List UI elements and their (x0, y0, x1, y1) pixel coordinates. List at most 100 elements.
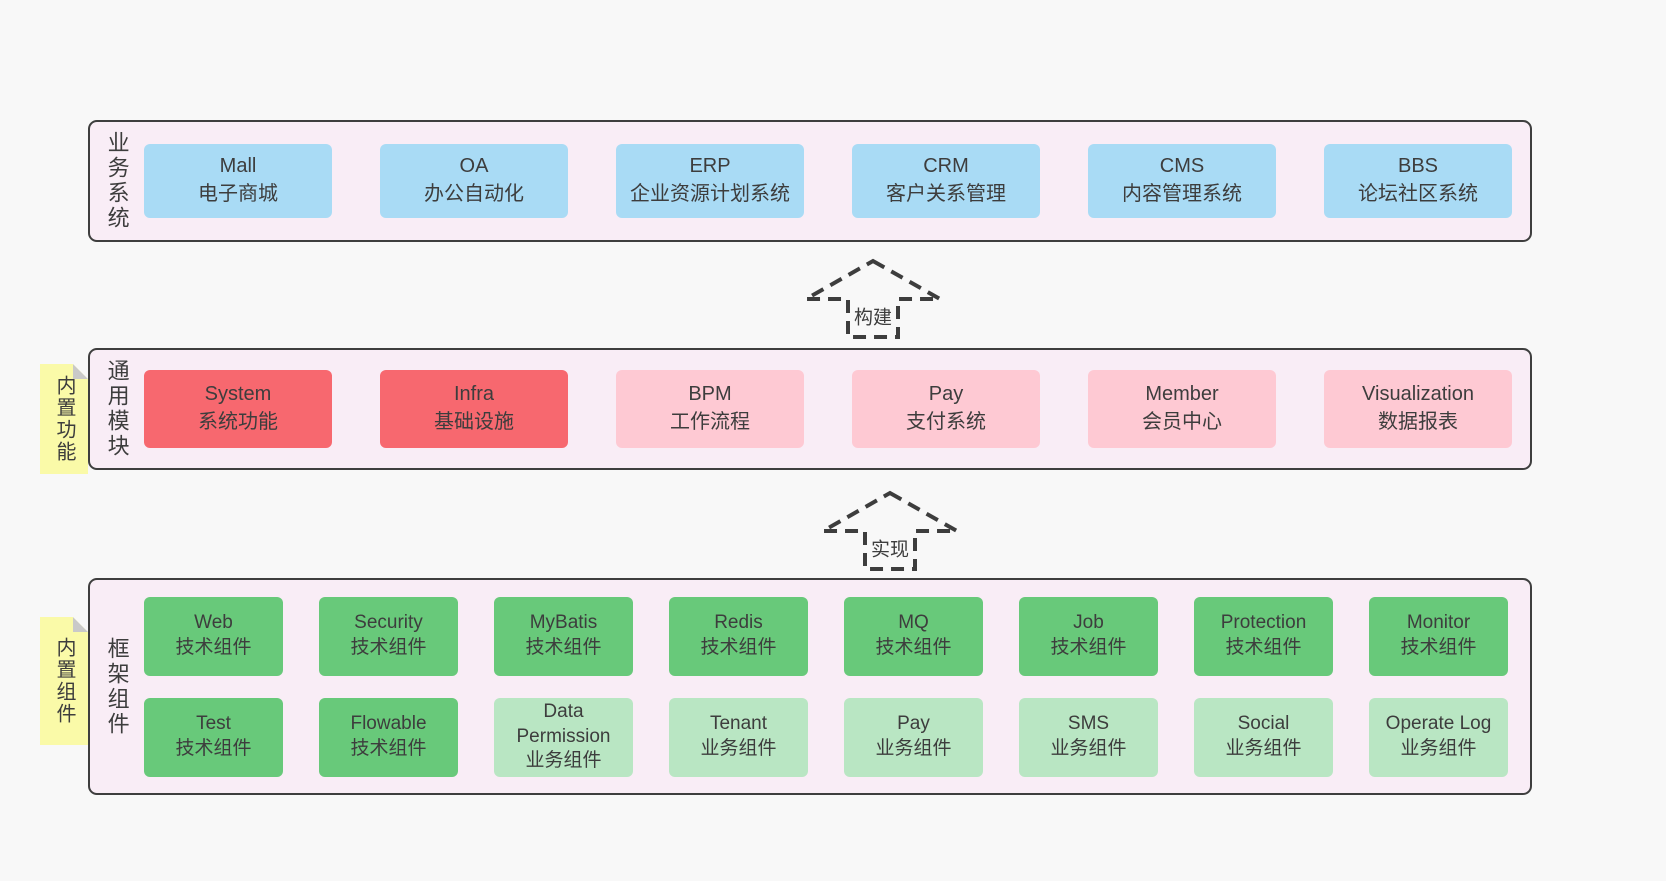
folded-corner-icon (73, 364, 88, 379)
box-desc: 技术组件 (1225, 637, 1302, 658)
box-desc: 电子商城 (198, 183, 278, 205)
module-box-test: Test 技术组件 (144, 697, 283, 777)
box-title: Social (1237, 713, 1290, 735)
module-box-member: Member 会员中心 (1088, 370, 1276, 448)
box-desc: 技术组件 (525, 637, 602, 658)
module-box-crm: CRM 客户关系管理 (852, 144, 1040, 218)
module-box-web: Web 技术组件 (144, 596, 283, 676)
box-title: Monitor (1406, 612, 1471, 634)
box-title: BPM (688, 383, 732, 406)
box-desc: 支付系统 (906, 411, 986, 433)
box-title: OA (459, 155, 489, 178)
box-desc: 技术组件 (700, 637, 777, 658)
box-desc: 技术组件 (175, 738, 252, 759)
box-desc: 业务组件 (1400, 738, 1477, 759)
box-title: MQ (898, 612, 929, 634)
box-title: Visualization (1362, 383, 1474, 406)
box-desc: 客户关系管理 (886, 183, 1006, 205)
box-desc: 技术组件 (350, 738, 427, 759)
box-desc: 论坛社区系统 (1358, 183, 1478, 205)
box-title: Mall (219, 155, 257, 178)
dashed-up-arrow-icon (820, 490, 960, 571)
box-desc: 技术组件 (175, 637, 252, 658)
sticky-note-built-in-components: 内置组件 (40, 617, 88, 745)
box-title: Security (354, 612, 423, 634)
module-box-monitor: Monitor 技术组件 (1369, 596, 1508, 676)
box-title: Member (1145, 383, 1219, 406)
module-box-mq: MQ 技术组件 (844, 596, 983, 676)
band-label-column: 通用模块 (90, 350, 144, 468)
box-desc: 数据报表 (1378, 411, 1458, 433)
box-desc: 技术组件 (875, 637, 952, 658)
band-label: 业务系统 (104, 131, 130, 231)
box-desc: 技术组件 (1400, 637, 1477, 658)
box-desc: 系统功能 (198, 411, 278, 433)
box-title: Pay (928, 383, 964, 406)
arrow-label: 构建 (849, 301, 897, 331)
box-title: Test (196, 713, 231, 735)
box-desc: 技术组件 (1050, 637, 1127, 658)
box-title: CRM (923, 155, 969, 178)
box-title: Flowable (350, 713, 427, 735)
box-title: CMS (1159, 155, 1205, 178)
box-desc: 业务组件 (1050, 738, 1127, 759)
module-box-redis: Redis 技术组件 (669, 596, 808, 676)
box-desc: 业务组件 (700, 738, 777, 759)
band-label: 框架组件 (104, 636, 130, 737)
module-box-flowable: Flowable 技术组件 (319, 697, 458, 777)
band-label: 通用模块 (104, 359, 130, 459)
box-title: Redis (714, 612, 763, 634)
box-desc: 业务组件 (525, 750, 602, 772)
arrow-up-build: 构建 (803, 258, 943, 340)
box-title: MyBatis (529, 612, 598, 634)
box-title: Tenant (709, 713, 768, 735)
module-box-operate-log: Operate Log 业务组件 (1369, 697, 1508, 777)
sticky-label: 内置组件 (53, 637, 75, 725)
module-box-mybatis: MyBatis 技术组件 (494, 596, 633, 676)
band-label-column: 业务系统 (90, 122, 144, 240)
box-title: ERP (689, 155, 731, 178)
module-box-bpm: BPM 工作流程 (616, 370, 804, 448)
arrow-up-implement: 实现 (820, 490, 960, 572)
box-desc: 会员中心 (1142, 411, 1222, 433)
box-title: System (204, 383, 272, 406)
band-label-column: 框架组件 (90, 580, 144, 793)
module-box-security: Security 技术组件 (319, 596, 458, 676)
module-box-visualization: Visualization 数据报表 (1324, 370, 1512, 448)
box-title: Data Permission (516, 700, 611, 747)
box-title: Web (194, 612, 233, 634)
box-title: SMS (1067, 713, 1110, 735)
box-title: BBS (1397, 155, 1439, 178)
box-title: Operate Log (1385, 713, 1492, 735)
box-title: Infra (453, 383, 495, 406)
module-box-tenant: Tenant 业务组件 (669, 697, 808, 777)
arrow-label: 实现 (866, 533, 914, 563)
module-box-data-permission: Data Permission 业务组件 (494, 697, 633, 777)
module-box-system: System 系统功能 (144, 370, 332, 448)
dashed-up-arrow-icon (803, 258, 943, 339)
box-desc: 工作流程 (670, 411, 750, 433)
box-desc: 技术组件 (350, 637, 427, 658)
box-title: Pay (897, 713, 930, 735)
folded-corner-icon (73, 617, 88, 632)
sticky-label: 内置功能 (53, 375, 75, 463)
module-box-bbs: BBS 论坛社区系统 (1324, 144, 1512, 218)
